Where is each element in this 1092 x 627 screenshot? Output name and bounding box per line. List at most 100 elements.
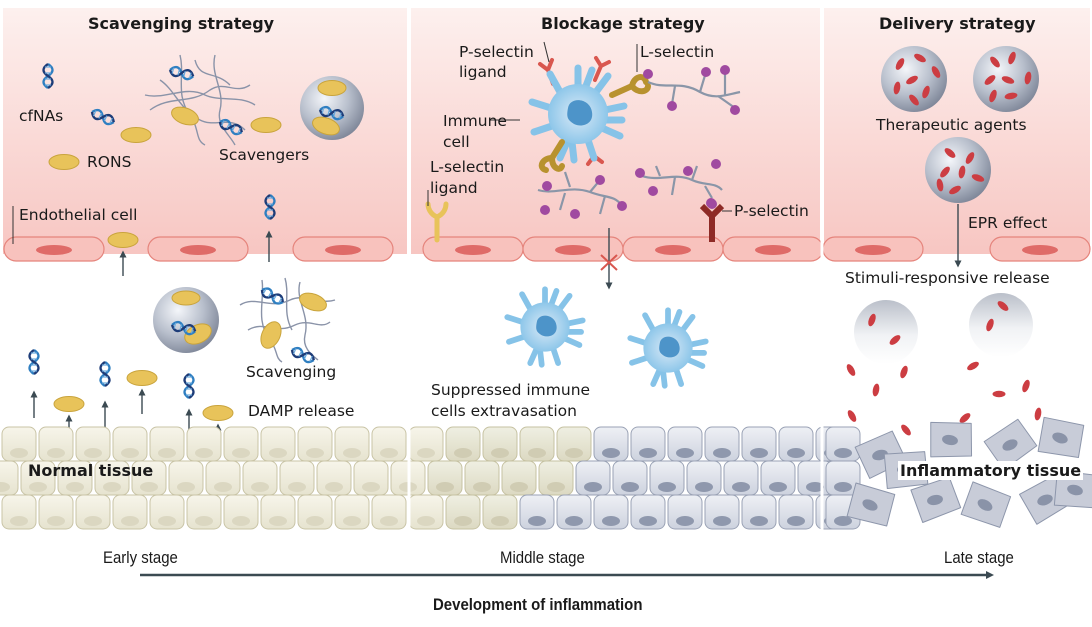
drug-nanoparticle-icon bbox=[973, 46, 1039, 112]
normal-tissue-cell bbox=[334, 426, 370, 462]
transition-tissue-cell bbox=[464, 460, 500, 496]
transition-tissue-cell bbox=[445, 426, 481, 462]
delivery-content bbox=[844, 46, 1043, 438]
endothelial-cell bbox=[622, 236, 724, 262]
releasing-nanoparticle-icon bbox=[854, 300, 918, 364]
inflamed-tissue-cell bbox=[846, 482, 896, 527]
panel-title-scavenging: Scavenging strategy bbox=[88, 14, 275, 33]
panel-title-delivery: Delivery strategy bbox=[879, 14, 1036, 33]
delivery-panel-bg bbox=[824, 8, 1090, 254]
inflamed-tissue-cell bbox=[825, 426, 861, 462]
transition-tissue-cell bbox=[501, 460, 537, 496]
label-therapeutic-agents: Therapeutic agents bbox=[876, 116, 1027, 134]
inflamed-tissue-cell bbox=[686, 460, 722, 496]
rons-icon bbox=[107, 232, 139, 248]
rons-icon bbox=[171, 290, 201, 306]
cfna-icon bbox=[99, 360, 111, 388]
inflamed-tissue-cell bbox=[1053, 470, 1092, 509]
label-l-selectin-ligand-line1: L-selectin bbox=[430, 158, 505, 176]
endothelial-cell bbox=[822, 236, 924, 262]
p-selectin-icon bbox=[699, 203, 725, 242]
timeline-caption: Development of inflammation bbox=[433, 595, 643, 614]
inflamed-tissue-cell bbox=[741, 494, 777, 530]
cfna-icon bbox=[183, 372, 195, 400]
normal-tissue-cell bbox=[223, 494, 259, 530]
tissue-layer bbox=[0, 416, 1092, 530]
inflamed-tissue-cell bbox=[723, 460, 759, 496]
normal-tissue-cell bbox=[297, 426, 333, 462]
normal-tissue-cell bbox=[186, 494, 222, 530]
label-scavengers: Scavengers bbox=[219, 146, 310, 164]
label-endothelial-cell: Endothelial cell bbox=[19, 206, 138, 224]
normal-tissue-cell bbox=[223, 426, 259, 462]
normal-tissue-cell bbox=[353, 460, 389, 496]
normal-tissue-cell bbox=[112, 494, 148, 530]
normal-tissue-cell bbox=[242, 460, 278, 496]
inflamed-tissue-cell bbox=[649, 460, 685, 496]
inflamed-tissue-cell bbox=[667, 494, 703, 530]
inflamed-tissue-cell bbox=[630, 426, 666, 462]
drug-nanoparticle-icon bbox=[925, 137, 991, 203]
label-stimuli-responsive-release: Stimuli-responsive release bbox=[845, 269, 1050, 287]
transition-tissue-cell bbox=[482, 426, 518, 462]
label-p-selectin: P-selectin bbox=[734, 202, 809, 220]
panel-title-blockage: Blockage strategy bbox=[541, 14, 705, 33]
inflamed-tissue-cell bbox=[778, 426, 814, 462]
transition-tissue-cell bbox=[482, 494, 518, 530]
normal-tissue-cell bbox=[205, 460, 241, 496]
timeline-stage-early: Early stage bbox=[103, 548, 178, 567]
immune-cell-icon bbox=[507, 289, 582, 364]
normal-tissue-cell bbox=[112, 426, 148, 462]
transition-tissue-cell bbox=[519, 426, 555, 462]
polymer-scavenger-icon bbox=[239, 277, 336, 363]
rons-icon bbox=[250, 117, 282, 133]
panel-dividers bbox=[407, 8, 824, 540]
inflamed-tissue-cell bbox=[910, 476, 962, 523]
normal-tissue-cell bbox=[149, 426, 185, 462]
rons-icon bbox=[317, 80, 347, 96]
inflamed-tissue-cell bbox=[704, 494, 740, 530]
endothelial-cell bbox=[722, 236, 824, 262]
label-normal-tissue: Normal tissue bbox=[28, 461, 154, 480]
endothelial-cell bbox=[522, 236, 624, 262]
normal-tissue-cell bbox=[168, 460, 204, 496]
transition-tissue-cell bbox=[445, 494, 481, 530]
rons-icon bbox=[299, 292, 327, 312]
label-suppressed-line1: Suppressed immune bbox=[431, 381, 591, 399]
rons-icon bbox=[171, 106, 199, 126]
rons-icon bbox=[312, 116, 340, 136]
endothelial-cell bbox=[147, 236, 249, 262]
inflamed-tissue-cell bbox=[593, 426, 629, 462]
drug-nanoparticle-icon bbox=[881, 46, 947, 112]
normal-tissue-cell bbox=[149, 494, 185, 530]
normal-tissue-cell bbox=[0, 460, 19, 496]
normal-tissue-cell bbox=[186, 426, 222, 462]
immune-cell-icon bbox=[630, 310, 705, 385]
scavenging-tissue-content bbox=[28, 277, 336, 452]
transition-tissue-cell bbox=[538, 460, 574, 496]
inflamed-tissue-cell bbox=[519, 494, 555, 530]
rons-icon bbox=[260, 321, 282, 349]
normal-tissue-cell bbox=[38, 426, 74, 462]
cfna-icon bbox=[28, 348, 40, 376]
inflamed-tissue-cell bbox=[704, 426, 740, 462]
ligand-dot bbox=[707, 199, 717, 209]
rons-icon bbox=[202, 405, 234, 421]
transition-tissue-cell bbox=[427, 460, 463, 496]
rons-icon bbox=[53, 396, 85, 412]
label-p-selectin-ligand-line1: P-selectin bbox=[459, 43, 534, 61]
l-selectin-ligand-chain-icon bbox=[647, 71, 741, 109]
label-immune-cell-line1: Immune bbox=[443, 112, 507, 130]
inflamed-tissue-cell bbox=[930, 421, 973, 458]
timeline-stage-middle: Middle stage bbox=[500, 548, 585, 567]
label-suppressed-line2: cells extravasation bbox=[431, 402, 577, 420]
normal-tissue-cell bbox=[279, 460, 315, 496]
label-l-selectin: L-selectin bbox=[640, 43, 715, 61]
rons-icon bbox=[184, 323, 212, 345]
normal-tissue-cell bbox=[371, 494, 407, 530]
label-cfnas: cfNAs bbox=[19, 107, 64, 125]
normal-tissue-cell bbox=[260, 426, 296, 462]
inflamed-tissue-cell bbox=[960, 481, 1012, 528]
